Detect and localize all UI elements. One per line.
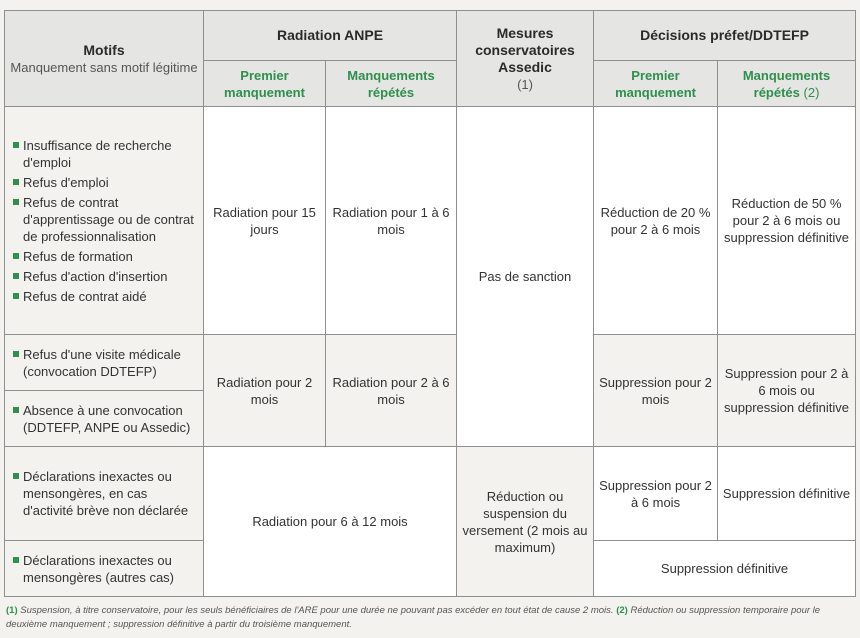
- cell-dec3-premier: Suppression pour 2 à 6 mois: [593, 446, 719, 541]
- bullet-square-icon: [13, 198, 19, 205]
- bullet-square-icon: [13, 178, 19, 185]
- motif-group-1: Insuffisance de recherche d'emploi Refus…: [4, 106, 204, 335]
- motif-item: Refus de contrat aidé: [13, 288, 199, 305]
- cell-dec1-premier: Réduction de 20 % pour 2 à 6 mois: [593, 106, 719, 335]
- motif-item: Refus d'action d'insertion: [13, 268, 199, 285]
- motif-group-2b: Absence à une convocation (DDTEFP, ANPE …: [4, 390, 204, 447]
- cell-dec4: Suppression définitive: [593, 540, 857, 597]
- footnote: (1) Suspension, à titre conservatoire, p…: [6, 604, 854, 632]
- motifs-subtitle: Manquement sans motif légitime: [10, 59, 198, 75]
- motif-group-2a: Refus d'une visite médicale (convocation…: [4, 334, 204, 391]
- header-rad-premier: Premier manquement: [203, 60, 326, 107]
- header-dec-premier: Premier manquement: [593, 60, 719, 107]
- motif-item: Refus de formation: [13, 248, 199, 265]
- motif-group-3: Déclarations inexactes ou mensongères, e…: [4, 446, 204, 541]
- header-motifs: Motifs Manquement sans motif légitime: [4, 10, 204, 107]
- footnote-1-number: (1): [6, 605, 18, 616]
- cell-rad2-premier: Radiation pour 2 mois: [203, 334, 326, 447]
- cell-dec3-repetes: Suppression définitive: [717, 446, 857, 541]
- motif-group-4: Déclarations inexactes ou mensongères (a…: [4, 540, 204, 597]
- bullet-square-icon: [13, 350, 19, 357]
- bullet-square-icon: [13, 272, 19, 279]
- dec-repetes-note: (2): [803, 84, 820, 100]
- bullet-square-icon: [13, 252, 19, 259]
- sanctions-table: Motifs Manquement sans motif légitime Ra…: [4, 10, 857, 597]
- cell-dec1-repetes: Réduction de 50 % pour 2 à 6 mois ou sup…: [717, 106, 857, 335]
- mesures-note: (1): [517, 76, 533, 92]
- footnote-1-text: Suspension, à titre conservatoire, pour …: [20, 605, 614, 616]
- header-decisions: Décisions préfet/DDTEFP: [593, 10, 857, 61]
- cell-rad3: Radiation pour 6 à 12 mois: [202, 446, 458, 597]
- cell-mesures-3: Réduction ou suspension du versement (2 …: [456, 446, 595, 597]
- header-dec-repetes: Manquements répétés (2): [717, 60, 857, 107]
- cell-dec2-repetes: Suppression pour 2 à 6 mois ou suppressi…: [717, 334, 857, 447]
- motif-item: Refus d'une visite médicale (convocation…: [13, 346, 199, 380]
- motif-item: Déclarations inexactes ou mensongères, e…: [13, 468, 199, 519]
- motif-item: Absence à une convocation (DDTEFP, ANPE …: [13, 402, 199, 436]
- footnote-2-number: (2): [616, 605, 628, 616]
- cell-rad1-premier: Radiation pour 15 jours: [203, 106, 326, 335]
- bullet-square-icon: [13, 473, 19, 479]
- motif-item: Refus d'emploi: [13, 174, 199, 191]
- cell-mesures-1: Pas de sanction: [456, 106, 595, 447]
- header-radiation: Radiation ANPE: [202, 10, 458, 61]
- header-mesures: Mesures conservatoires Assedic (1): [456, 10, 595, 107]
- motif-item: Déclarations inexactes ou mensongères (a…: [13, 552, 199, 586]
- motifs-title: Motifs: [83, 41, 125, 58]
- motif-item: Refus de contrat d'apprentissage ou de c…: [13, 194, 199, 245]
- footnote-2-text: Réduction ou suppression temporaire pour…: [6, 605, 821, 630]
- cell-rad2-repetes: Radiation pour 2 à 6 mois: [324, 334, 458, 447]
- bullet-square-icon: [13, 556, 19, 563]
- bullet-square-icon: [13, 141, 19, 148]
- bullet-square-icon: [13, 292, 19, 299]
- dec-repetes-label: Manquements répétés: [742, 67, 831, 100]
- header-rad-repetes: Manquements répétés: [324, 60, 458, 107]
- cell-dec2-premier: Suppression pour 2 mois: [593, 334, 719, 447]
- motif-item: Insuffisance de recherche d'emploi: [13, 137, 199, 171]
- cell-rad1-repetes: Radiation pour 1 à 6 mois: [324, 106, 458, 335]
- mesures-title: Mesures conservatoires Assedic: [475, 24, 575, 75]
- bullet-square-icon: [13, 406, 19, 413]
